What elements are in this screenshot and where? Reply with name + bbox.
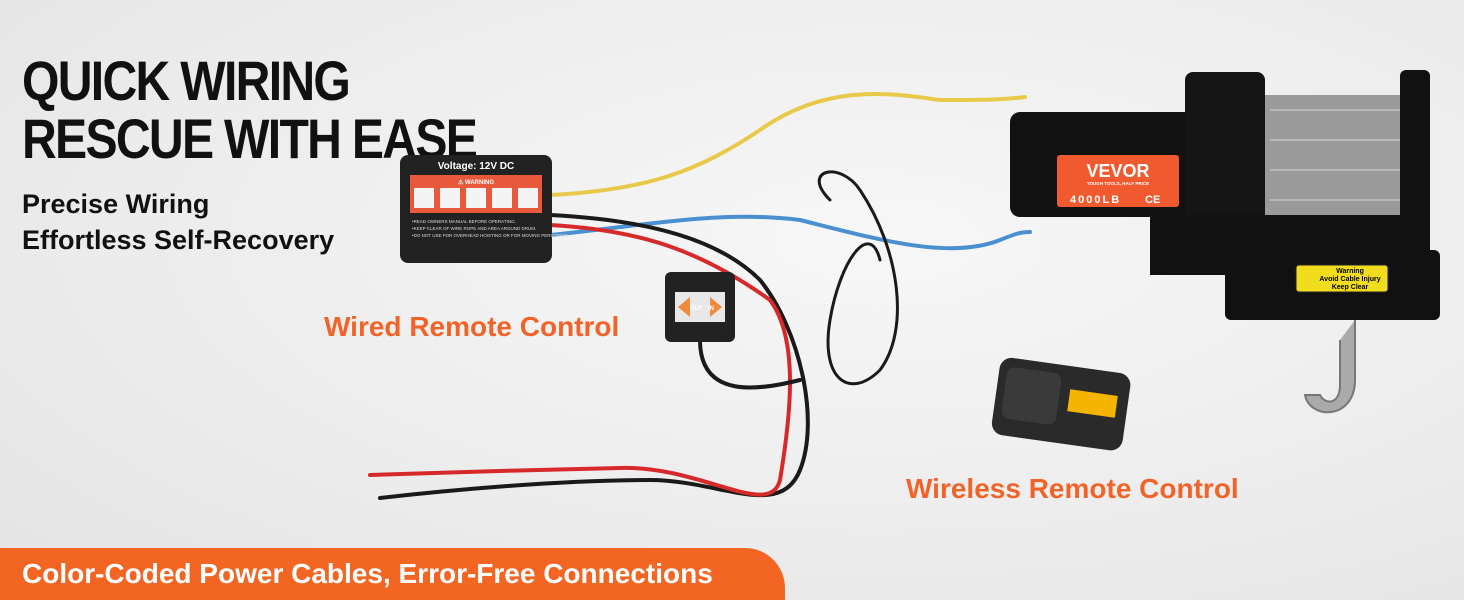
control-box-note: •KEEP CLEAR OF WIRE ROPE AND AREA AROUND… [412, 226, 536, 231]
subheadline-line-1: Precise Wiring [22, 189, 210, 219]
headline-line-1: QUICK WIRING [22, 49, 351, 112]
subheadline-line-2: Effortless Self-Recovery [22, 225, 335, 255]
black-cable-loop [378, 213, 810, 500]
wireless-remote-callout: Wireless Remote Control [906, 473, 1239, 504]
hook [1303, 320, 1356, 414]
control-box-note: •READ OWNERS MANUAL BEFORE OPERATING. [412, 219, 516, 224]
wired-remote-callout: Wired Remote Control [324, 311, 620, 342]
control-box: Voltage: 12V DC ⚠ WARNING •READ OWNERS M… [400, 155, 570, 263]
blue-cable [548, 214, 1032, 251]
winch-capacity: 4000LB [1070, 194, 1121, 206]
wired-remote: OUT IN [665, 272, 735, 342]
banner-text: Color-Coded Power Cables, Error-Free Con… [22, 558, 713, 589]
remote-in-label: IN [708, 306, 714, 312]
winch-slogan: TOUGH TOOLS, HALF PRICE [1087, 181, 1149, 186]
winch-brand-logo: VEVOR [1086, 161, 1149, 181]
black-cable-coil [817, 170, 899, 386]
winch: Warning Avoid Cable Injury Keep Clear VE… [1010, 70, 1440, 414]
headline: QUICK WIRING RESCUE WITH EASE [22, 49, 478, 170]
red-cable [368, 223, 792, 497]
control-box-voltage: Voltage: 12V DC [438, 161, 515, 172]
fairlead-warning-line: Avoid Cable Injury [1319, 276, 1380, 283]
remote-cable [698, 338, 802, 390]
wireless-remote [991, 357, 1131, 451]
control-box-note: •DO NOT USE FOR OVERHEAD HOISTING OR FOR… [412, 233, 570, 238]
headline-line-2: RESCUE WITH EASE [22, 107, 478, 170]
bottom-banner: Color-Coded Power Cables, Error-Free Con… [0, 548, 785, 600]
remote-out-label: OUT [690, 306, 703, 312]
yellow-cable [548, 92, 1027, 197]
fairlead-warning-line: Warning [1336, 268, 1364, 275]
winch-ce-mark: CE [1145, 194, 1160, 206]
cables [368, 92, 1032, 500]
fairlead-warning-line: Keep Clear [1332, 284, 1369, 291]
control-box-warning: ⚠ WARNING [458, 179, 494, 186]
subheadline: Precise Wiring Effortless Self-Recovery [22, 186, 334, 258]
